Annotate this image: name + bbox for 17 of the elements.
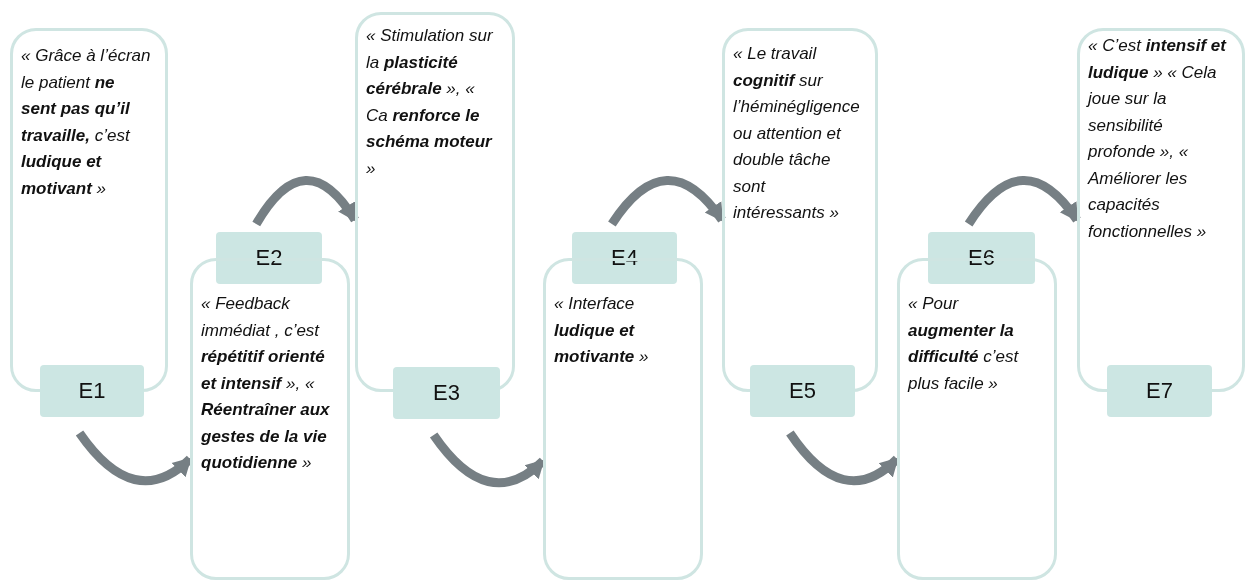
curved-arrow xyxy=(430,432,546,488)
curved-arrow xyxy=(608,176,726,227)
quote-text: « Interface ludique et motivante » xyxy=(554,293,650,368)
quote-text: « Le travail cognitif sur l’héminégligence ou attention et double tâche sont intéressants » xyxy=(733,43,861,224)
step-tab: E1 xyxy=(40,365,144,417)
quote-text: « Grâce à l’écran le patient ne sent pas qu’il travaille, c’est ludique et motivant » xyxy=(21,45,151,200)
step-tab: E7 xyxy=(1107,365,1212,417)
curved-arrow xyxy=(964,176,1081,227)
curved-arrow xyxy=(786,430,900,486)
step-tab: E3 xyxy=(393,367,500,419)
curved-arrow xyxy=(75,430,193,486)
quote-text: « Pour augmenter la difficulté c’est plus facile » xyxy=(908,293,1020,395)
quote-text: « Stimulation sur la plasticité cérébrale », « Ca renforce le schéma moteur » xyxy=(366,25,494,180)
curved-arrow xyxy=(252,176,359,227)
step-tab: E5 xyxy=(750,365,855,417)
quote-text: « C’est intensif et ludique » « Cela joue sur la sensibilité profonde », « Améliorer les capacités fonctionnelles » xyxy=(1088,35,1228,243)
quote-text: « Feedback immédiat , c’est répétitif orienté et intensif », « Réentraîner aux gestes de la vie quotidienne » xyxy=(201,293,331,474)
